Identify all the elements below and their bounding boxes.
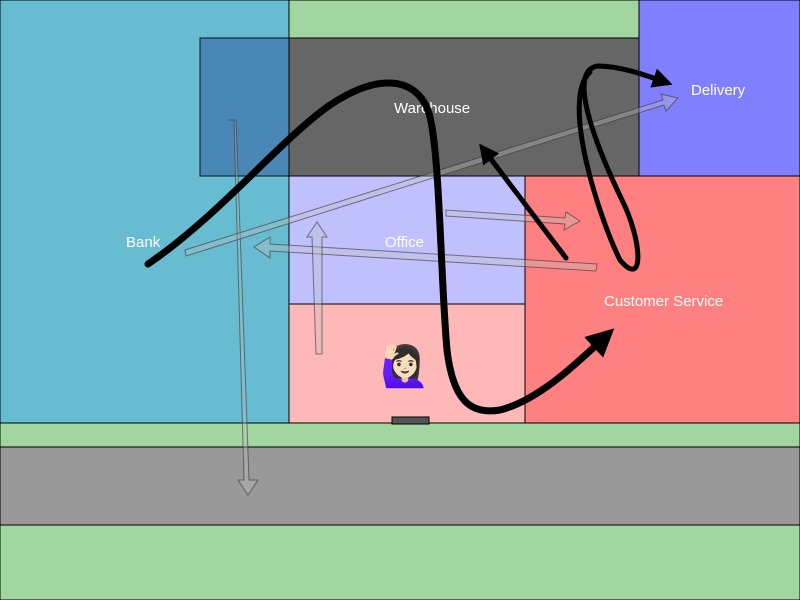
movement-path-delivery	[576, 63, 673, 272]
intent-arrow-cs-to-office	[253, 236, 598, 272]
door[interactable]	[391, 416, 430, 425]
intent-arrows	[184, 93, 679, 496]
label-customer-service: Customer Service	[604, 293, 723, 310]
movement-path-main	[144, 79, 615, 415]
intent-arrow-lobby-to-office	[306, 221, 328, 355]
room-delivery	[638, 0, 800, 177]
grass-top	[288, 0, 641, 39]
room-customer-service	[524, 175, 800, 424]
road	[0, 446, 800, 526]
grass-bottom	[0, 524, 800, 600]
intent-arrow-bank-to-delivery	[184, 93, 679, 257]
grass-strip	[0, 422, 800, 448]
intent-arrow-office-to-cs	[445, 209, 581, 231]
room-office	[288, 175, 526, 305]
movement-path-warehouse	[479, 143, 569, 261]
label-bank: Bank	[126, 234, 161, 251]
label-office: Office	[385, 234, 424, 251]
label-warehouse: Warehouse	[394, 100, 470, 117]
woman-raising-hand-icon[interactable]: 🙋🏻‍♀️	[380, 343, 430, 390]
label-delivery: Delivery	[691, 82, 746, 99]
